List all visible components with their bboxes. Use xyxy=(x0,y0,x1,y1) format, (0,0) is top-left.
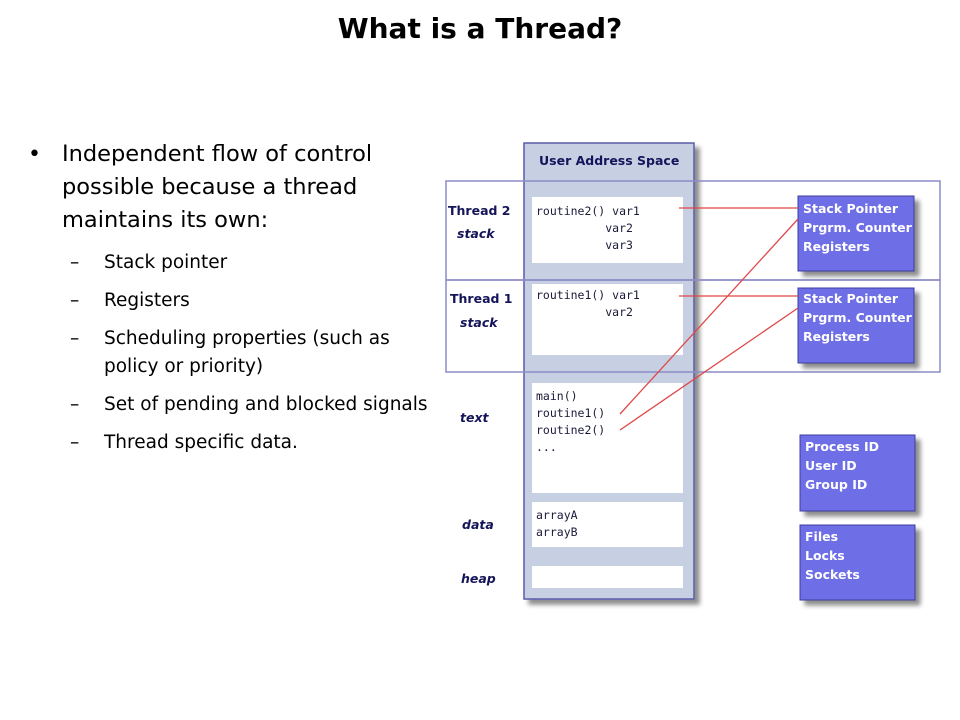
thread1-label: Thread 1 xyxy=(450,291,513,306)
thread2-label: Thread 2 xyxy=(448,203,511,218)
main-bullet: • Independent flow of control possible b… xyxy=(28,138,438,237)
thread1-register-line: Prgrm. Counter xyxy=(803,310,913,325)
thread-diagram: User Address Space Thread 2 stack Thread… xyxy=(440,138,960,618)
thread2-register-line: Stack Pointer xyxy=(803,201,899,216)
data-label: data xyxy=(462,517,494,532)
thread1-band xyxy=(445,279,941,373)
heap-label: heap xyxy=(461,571,496,586)
thread1-register-line: Registers xyxy=(803,329,870,344)
process-id-line: Process ID xyxy=(805,439,879,454)
thread-diagram-svg: User Address Space Thread 2 stack Thread… xyxy=(445,142,941,601)
thread2-stack-box xyxy=(532,197,683,263)
thread1-code-line: routine1() var1 xyxy=(536,288,640,302)
bullet-dash: – xyxy=(70,394,80,415)
bullet-dash: – xyxy=(70,328,80,349)
connector-routine1-pc xyxy=(619,218,799,415)
data-segment-box xyxy=(532,502,683,547)
sub-bullet-text: Stack pointer xyxy=(104,252,228,273)
thread1-registers-box xyxy=(797,287,915,364)
thread1-register-line: Stack Pointer xyxy=(803,291,899,306)
text-code-line: routine1() xyxy=(536,406,605,420)
thread1-stack-label: stack xyxy=(460,315,498,330)
thread2-registers-box xyxy=(797,195,915,272)
sub-bullet: – Set of pending and blocked signals xyxy=(28,391,438,419)
thread2-code-line: routine2() var1 xyxy=(536,204,640,218)
data-code-line: arrayB xyxy=(536,525,578,539)
thread2-code-line: var3 xyxy=(536,238,633,252)
sub-bullet: – Thread specific data. xyxy=(28,429,438,457)
bullet-dash: – xyxy=(70,432,80,453)
resources-box xyxy=(799,524,916,601)
thread1-code-line: var2 xyxy=(536,305,633,319)
text-code-line: routine2() xyxy=(536,423,605,437)
process-id-line: Group ID xyxy=(805,477,867,492)
data-code-line: arrayA xyxy=(536,508,578,522)
thread2-stack-label: stack xyxy=(457,226,495,241)
sub-bullet-text: Set of pending and blocked signals xyxy=(104,394,428,415)
bullet-dot: • xyxy=(28,142,41,167)
thread1-stack-box xyxy=(532,284,683,355)
slide-title: What is a Thread? xyxy=(337,12,623,45)
thread2-register-line: Prgrm. Counter xyxy=(803,220,913,235)
text-label: text xyxy=(460,410,490,425)
resource-line: Sockets xyxy=(805,567,860,582)
process-ids-box xyxy=(799,434,916,512)
sub-bullet: – Stack pointer xyxy=(28,249,438,277)
address-space-title: User Address Space xyxy=(539,153,679,168)
thread2-register-line: Registers xyxy=(803,239,870,254)
connector-routine2-pc xyxy=(619,307,799,431)
text-code-line: ... xyxy=(536,440,557,454)
sub-bullet: – Scheduling properties (such as policy … xyxy=(28,325,438,381)
main-bullet-text: Independent flow of control possible bec… xyxy=(62,141,373,233)
sub-bullet-text: Thread specific data. xyxy=(104,432,298,453)
text-segment-box xyxy=(532,383,683,493)
bullet-dash: – xyxy=(70,252,80,273)
bullet-dash: – xyxy=(70,290,80,311)
process-id-line: User ID xyxy=(805,458,857,473)
bullet-list: • Independent flow of control possible b… xyxy=(28,138,438,467)
sub-bullet-text: Scheduling properties (such as policy or… xyxy=(104,328,390,377)
sub-bullet: – Registers xyxy=(28,287,438,315)
resource-line: Locks xyxy=(805,548,845,563)
thread2-code-line: var2 xyxy=(536,221,633,235)
sub-bullet-text: Registers xyxy=(104,290,190,311)
resource-line: Files xyxy=(805,529,838,544)
text-code-line: main() xyxy=(536,389,578,403)
heap-segment-box xyxy=(532,566,683,588)
